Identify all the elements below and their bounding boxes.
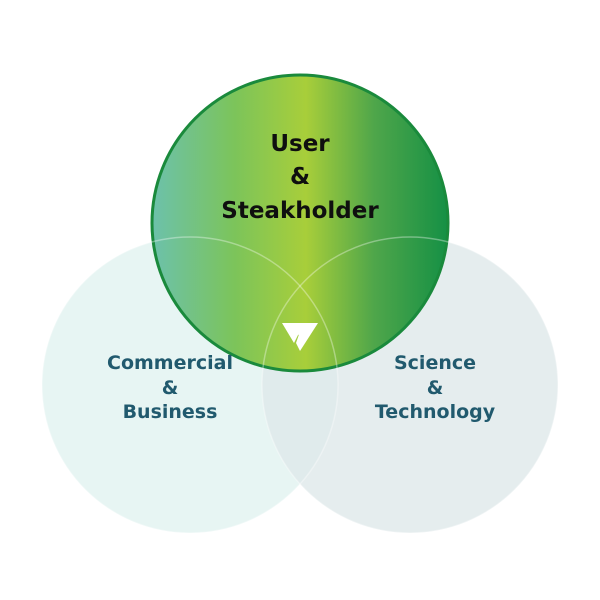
user-circle: [150, 73, 450, 373]
label-line: Business: [122, 401, 218, 424]
label-line: &: [426, 376, 444, 399]
user-stakeholder-label: User & Steakholder: [175, 128, 425, 228]
label-line: User: [270, 131, 330, 157]
v-logo-mark-icon: [282, 323, 318, 351]
label-line: Commercial: [107, 352, 233, 374]
commercial-business-label: Commercial & Business: [60, 351, 280, 425]
label-line: &: [289, 164, 311, 191]
label-line: Steakholder: [221, 197, 379, 224]
label-line: Science: [393, 352, 477, 374]
science-outline: [261, 236, 559, 534]
label-line: &: [161, 376, 179, 399]
science-technology-label: Science & Technology: [330, 351, 540, 425]
label-line: Technology: [374, 401, 496, 424]
commercial-outline: [41, 236, 339, 534]
